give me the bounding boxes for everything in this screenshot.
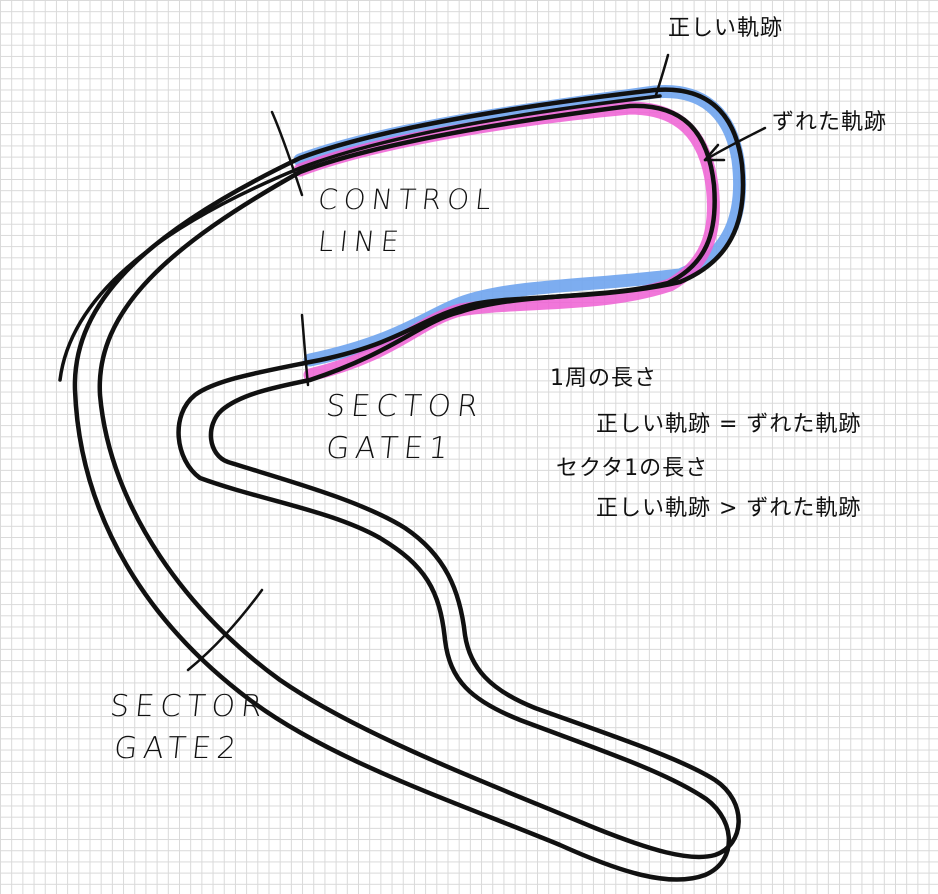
control-line-label-1: CONTROL (316, 183, 499, 216)
track-outer-boundary (72, 87, 746, 882)
sector-gate2-marker (186, 588, 264, 672)
track-inner-boundary (97, 103, 741, 860)
lap-length-heading: 1周の長さ (550, 366, 657, 391)
arrowhead-icon (703, 143, 726, 162)
sector-gate2-label-1: SECTOR (108, 689, 270, 724)
sector-gate1-label-1: SECTOR (324, 389, 486, 424)
control-line-label-2: LINE (316, 225, 407, 258)
lap-length-relation: 正しい軌跡 = ずれた軌跡 (596, 412, 862, 437)
sector-gate2-label-2: GATE2 (112, 731, 244, 766)
sector-gate1-label-2: GATE1 (324, 431, 456, 466)
sector1-length-relation: 正しい軌跡 > ずれた軌跡 (596, 496, 862, 521)
shifted-trace-arrow (703, 126, 767, 162)
trajectory-line (58, 94, 662, 382)
sector1-length-heading: セクタ1の長さ (556, 456, 709, 481)
correct-trace-pointer (654, 53, 670, 97)
control-line-marker (270, 110, 304, 197)
shifted-trace-label: ずれた軌跡 (772, 110, 888, 135)
correct-trace-label: 正しい軌跡 (668, 16, 784, 41)
sector-gate1-marker (300, 313, 310, 387)
correct-trace-highlight (293, 85, 747, 367)
